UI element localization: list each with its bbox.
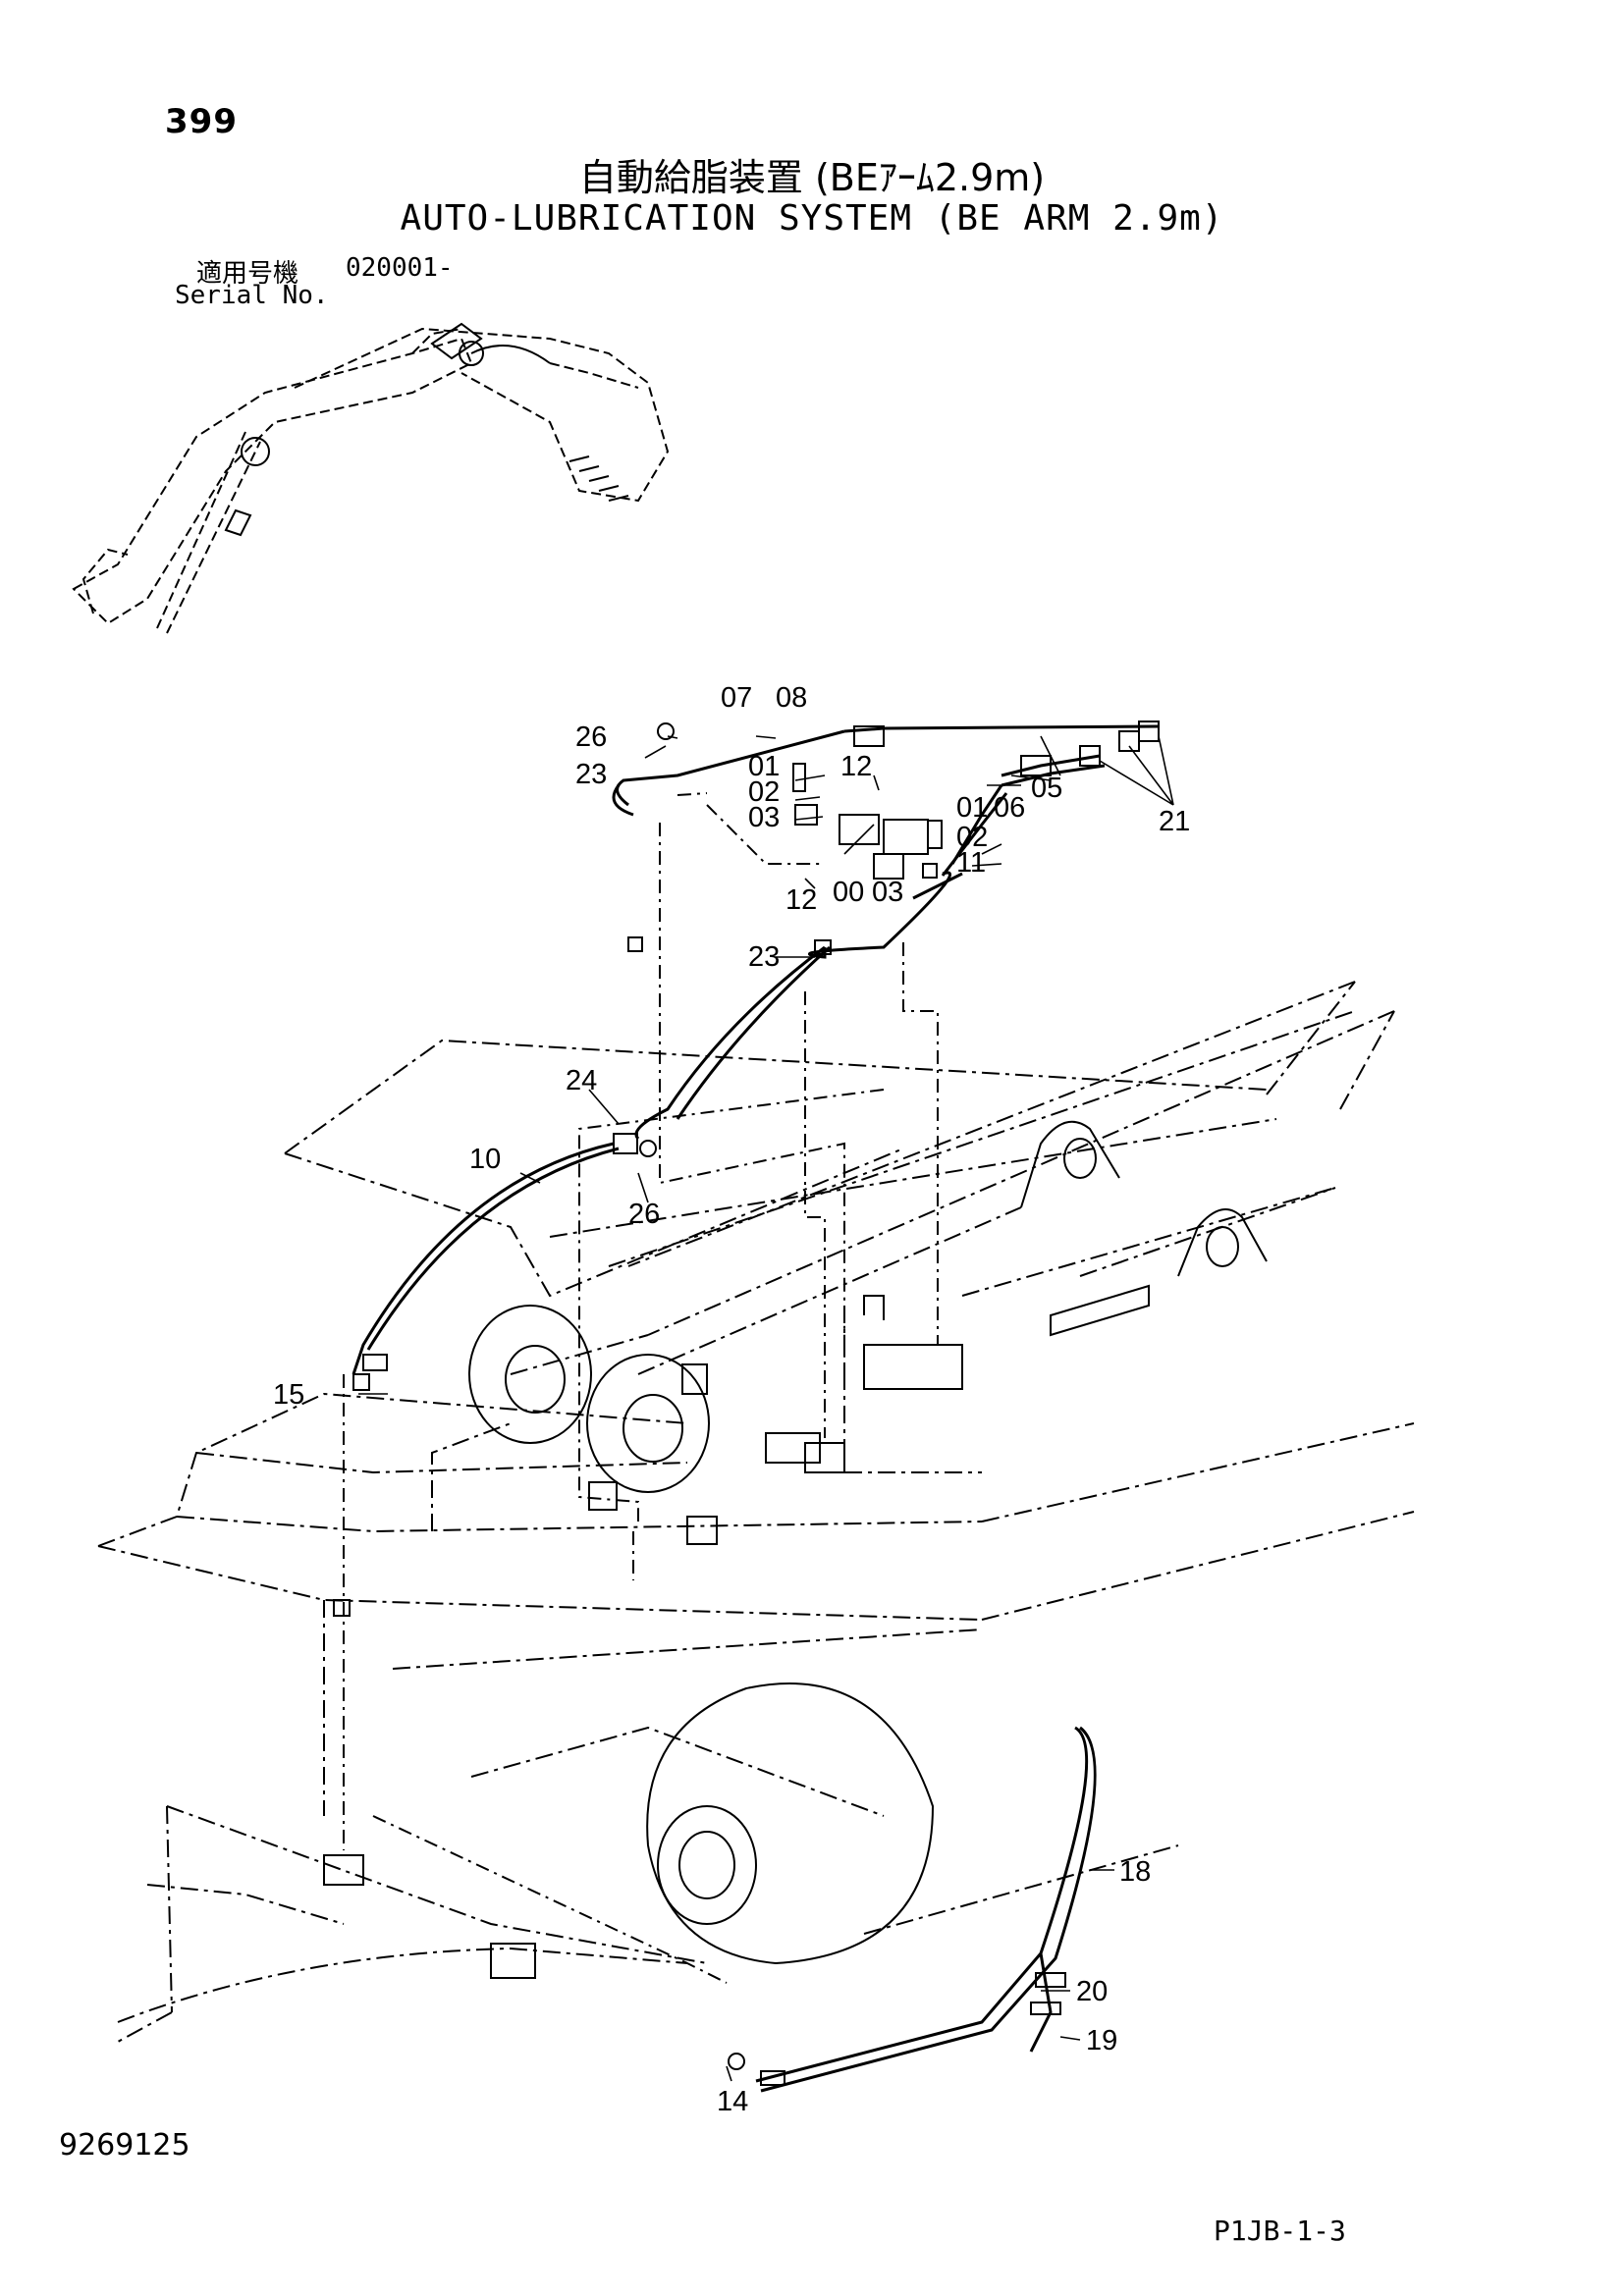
callout-02-left: 02 (748, 776, 780, 808)
callout-19: 19 (1086, 2025, 1117, 2056)
callout-24: 24 (566, 1065, 597, 1096)
callout-10: 10 (469, 1144, 501, 1175)
page-code: P1JB-1-3 (1214, 2215, 1346, 2247)
callout-15: 15 (273, 1379, 304, 1411)
callout-23-top: 23 (575, 759, 607, 790)
callout-12-top: 12 (840, 751, 872, 782)
callout-08: 08 (776, 682, 807, 714)
callout-05: 05 (1031, 773, 1062, 804)
part-callouts: 07 08 26 23 01 02 03 12 01 06 05 21 02 1… (273, 682, 1190, 2117)
callout-02-right: 02 (956, 822, 988, 853)
serial-label-japanese: 適用号機 (196, 259, 299, 289)
callout-18: 18 (1119, 1856, 1151, 1888)
hardware-components (352, 721, 1160, 2086)
callout-23-mid: 23 (748, 941, 780, 973)
serial-value: 020001- (346, 253, 454, 283)
arm-phantom-outline (97, 981, 1415, 2043)
callout-14: 14 (717, 2086, 748, 2117)
callout-03-left: 03 (748, 802, 780, 833)
callout-leaders (358, 735, 1174, 2082)
callout-20: 20 (1076, 1976, 1108, 2007)
title-english: AUTO-LUBRICATION SYSTEM (BE ARM 2.9m) (400, 198, 1224, 239)
callout-03-right: 03 (872, 877, 903, 908)
callout-00: 00 (833, 877, 864, 908)
thumbnail-solid-parts (224, 322, 629, 537)
callout-12-bottom: 12 (785, 884, 817, 916)
callout-07: 07 (721, 682, 752, 714)
assembly-phantom-lines (343, 792, 939, 1984)
title-japanese: 自動給脂装置 (BEｱｰﾑ2.9m) (578, 156, 1046, 199)
callout-21: 21 (1159, 806, 1190, 837)
callout-01-left: 01 (748, 751, 780, 782)
arm-boss-features (323, 1120, 1268, 1979)
grease-hoses (352, 724, 1160, 2093)
callout-06: 06 (994, 792, 1025, 824)
serial-label-english: Serial No. (175, 281, 329, 310)
machine-overview-thumbnail (72, 327, 670, 634)
page-number: 399 (165, 102, 238, 141)
callout-11: 11 (956, 847, 986, 879)
callout-01-right: 01 (956, 792, 988, 824)
callout-26-top: 26 (575, 721, 607, 753)
callout-26-bottom: 26 (628, 1199, 660, 1230)
document-number: 9269125 (59, 2128, 190, 2163)
